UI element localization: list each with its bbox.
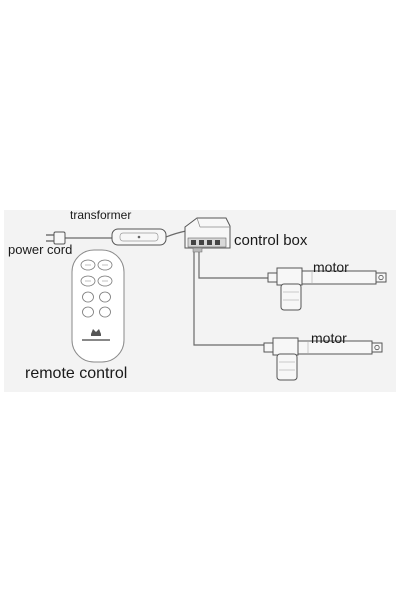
remote-brand-mark: [82, 339, 110, 341]
cables: [64, 230, 268, 346]
remote-control-icon: [71, 249, 125, 363]
motor-bottom-icon: [263, 337, 383, 381]
motor-top-label: motor: [313, 259, 349, 275]
control-box-label: control box: [234, 232, 308, 249]
control-box-icon: [184, 217, 231, 253]
power-cord-label: power cord: [8, 242, 73, 257]
motor-cable-bottom: [193, 252, 268, 346]
transformer-icon: [111, 228, 167, 246]
motor-top-icon: [267, 267, 387, 311]
transformer-cable: [165, 230, 187, 238]
remote-button-marks: [85, 264, 108, 282]
power-plug-icon: [46, 231, 66, 245]
motor-cable-top: [198, 252, 268, 279]
crown-icon: [91, 329, 101, 336]
transformer-label: transformer: [70, 208, 132, 222]
motor-bottom-label: motor: [311, 330, 347, 346]
remote-control-label: remote control: [25, 365, 128, 382]
